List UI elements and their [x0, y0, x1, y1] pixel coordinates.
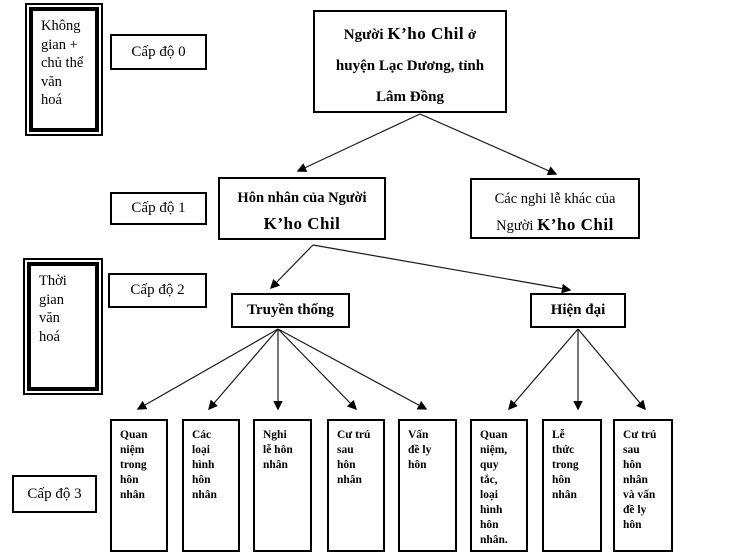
node-other-rituals-line2-bold: K’ho Chil [537, 215, 614, 234]
node-root-line2: huyện Lạc Dương, tỉnh [335, 58, 485, 74]
leaf-marriage-rituals: Nghi lễ hôn nhân [253, 419, 312, 552]
node-marriage: Hôn nhân của Người K’ho Chil [218, 177, 386, 240]
node-marriage-line2: K’ho Chil [263, 214, 341, 233]
leaf-marriage-types: Các loại hình hôn nhân [182, 419, 240, 552]
leaf-marriage-concepts: Quan niệm trong hôn nhân [110, 419, 168, 552]
node-other-rituals-line2: Người K’ho Chil [472, 211, 638, 240]
node-root: Người K’ho Chil ở huyện Lạc Dương, tỉnh … [313, 10, 507, 113]
node-other-rituals-line2-pre: Người [496, 218, 538, 234]
leaf-modern-concepts-rules-types: Quan niệm, quy tắc, loại hình hôn nhân. [470, 419, 528, 552]
annotation-cultural-time: Thời gian văn hoá [23, 258, 103, 395]
node-root-line1: Người K’ho Chil ở [315, 18, 505, 51]
annotation-cultural-time-text: Thời gian văn hoá [27, 262, 99, 391]
node-other-rituals: Các nghi lễ khác của Người K’ho Chil [470, 178, 640, 239]
node-root-line3: Lâm Đồng [376, 89, 444, 105]
label-level-2: Cấp độ 2 [108, 273, 207, 308]
node-traditional: Truyền thống [231, 293, 350, 328]
annotation-cultural-space-text: Không gian + chủ thể văn hoá [29, 7, 99, 132]
leaf-divorce-issues: Vấn đề ly hôn [398, 419, 457, 552]
node-root-line1-pre: Người [343, 27, 388, 43]
label-level-0: Cấp độ 0 [110, 34, 207, 70]
label-level-1: Cấp độ 1 [110, 192, 207, 225]
node-other-rituals-line1: Các nghi lễ khác của [494, 191, 616, 207]
node-modern: Hiện đại [530, 293, 626, 328]
leaf-post-marriage-residence: Cư trú sau hôn nhân [327, 419, 385, 552]
leaf-modern-ceremonies: Lễ thức trong hôn nhân [542, 419, 602, 552]
label-level-3: Cấp độ 3 [12, 475, 97, 513]
leaf-modern-residence-divorce: Cư trú sau hôn nhân và vấn đề ly hôn [613, 419, 673, 552]
node-root-line1-bold: K’ho Chil [387, 24, 465, 43]
annotation-cultural-space: Không gian + chủ thể văn hoá [25, 3, 103, 136]
node-marriage-line1: Hôn nhân của Người [237, 190, 367, 206]
node-root-line1-post: ở [464, 27, 477, 43]
